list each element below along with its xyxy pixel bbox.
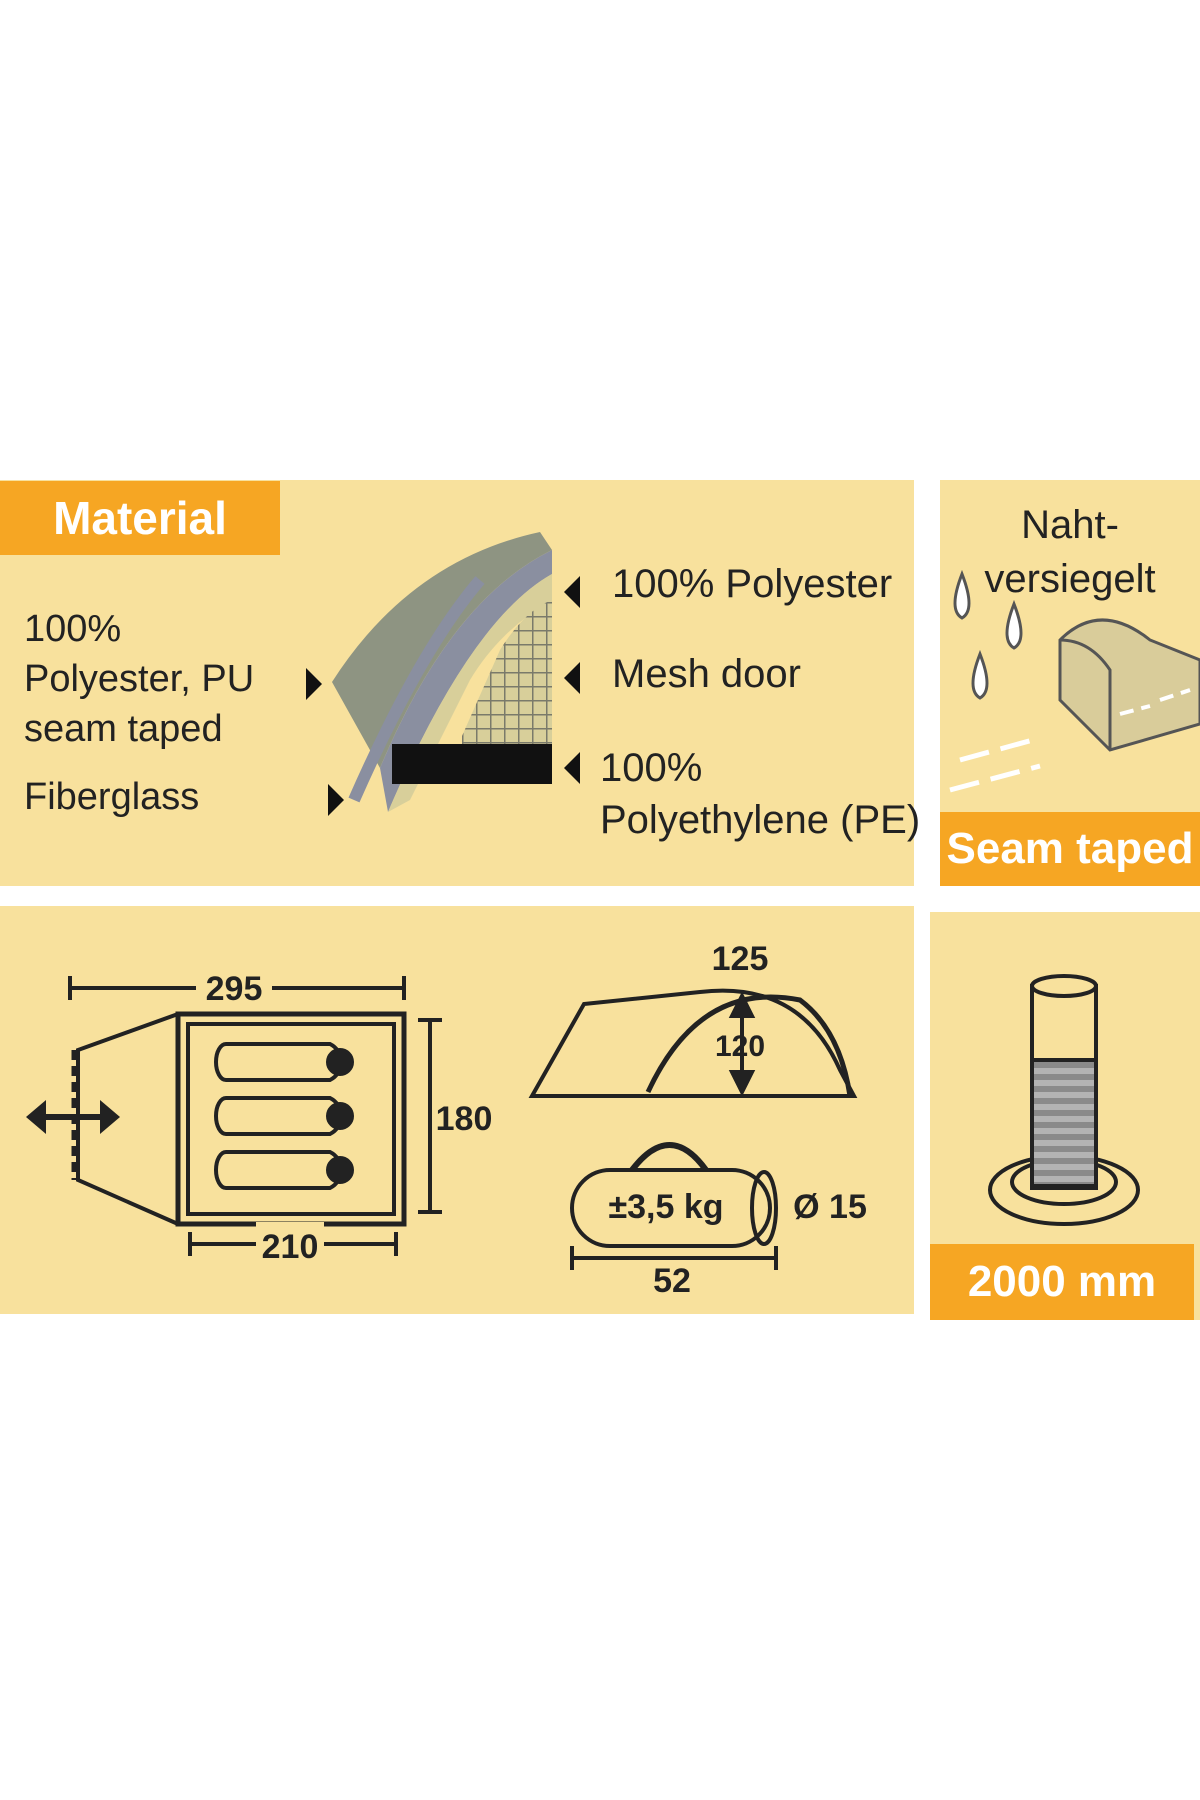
floor-layer bbox=[392, 744, 552, 784]
seam-taped-tag: Seam taped bbox=[940, 812, 1200, 886]
sleeping-bag bbox=[214, 1042, 354, 1082]
tent-inner bbox=[186, 1022, 396, 1216]
fiberglass-arrow bbox=[328, 784, 344, 816]
mesh-door-layer bbox=[462, 600, 552, 744]
water-drop-icon bbox=[953, 569, 971, 620]
width-label: 180 bbox=[436, 1100, 493, 1138]
water-drop-icon bbox=[971, 649, 989, 700]
diameter-label: Ø 15 bbox=[793, 1188, 867, 1226]
water-drop-icon bbox=[1005, 599, 1023, 650]
seam-tape-illustration bbox=[949, 569, 1200, 793]
sleeping-bag bbox=[214, 1150, 354, 1190]
seam-heading: Naht- versiegelt bbox=[940, 498, 1200, 606]
water-column-tag: 2000 mm bbox=[930, 1244, 1194, 1320]
weight-label: ±3,5 kg bbox=[608, 1188, 723, 1226]
sleeping-bag bbox=[214, 1096, 354, 1136]
fiberglass-pole bbox=[348, 576, 485, 803]
material-heading: Material bbox=[0, 481, 280, 555]
outer-material-line: seam taped bbox=[24, 708, 223, 750]
outer-material-line: Polyester, PU bbox=[24, 658, 255, 700]
tent-side-profile bbox=[528, 988, 858, 1098]
outer-material-arrow bbox=[306, 668, 322, 700]
entrance-arrow-icon bbox=[26, 1100, 120, 1134]
outer-material-label: 100% Polyester, PU seam taped bbox=[24, 604, 254, 754]
pack-length-label: 52 bbox=[653, 1262, 691, 1300]
tent-floor-plan bbox=[68, 964, 442, 1266]
mesh-arrow bbox=[564, 662, 580, 694]
pack-bag-icon bbox=[570, 1142, 778, 1270]
polyester-arrow bbox=[564, 576, 580, 608]
floor-arrow bbox=[564, 752, 580, 784]
length-label: 295 bbox=[206, 970, 263, 1008]
floor-material-line: 100% bbox=[600, 746, 703, 790]
inner-height-label: 120 bbox=[715, 1030, 765, 1063]
outer-height-label: 125 bbox=[712, 940, 769, 978]
seam-tape-strip bbox=[1058, 618, 1200, 752]
pole-layer bbox=[380, 550, 552, 812]
fiberglass-label: Fiberglass bbox=[24, 776, 200, 818]
seam-heading-line: versiegelt bbox=[984, 557, 1156, 601]
dimensions-panel bbox=[0, 906, 914, 1314]
seam-heading-line: Naht- bbox=[1021, 503, 1119, 547]
outer-material-line: 100% bbox=[24, 608, 122, 650]
water-column-icon bbox=[988, 974, 1140, 1226]
material-cross-section bbox=[332, 532, 552, 812]
inner-material-label: 100% Polyester bbox=[612, 562, 893, 606]
inner-length-label: 210 bbox=[262, 1228, 319, 1266]
mesh-door-label: Mesh door bbox=[612, 652, 801, 696]
outer-fabric-layer bbox=[332, 532, 552, 768]
floor-material-line: Polyethylene (PE) bbox=[600, 798, 921, 842]
floor-material-label: 100% Polyethylene (PE) bbox=[600, 742, 920, 846]
